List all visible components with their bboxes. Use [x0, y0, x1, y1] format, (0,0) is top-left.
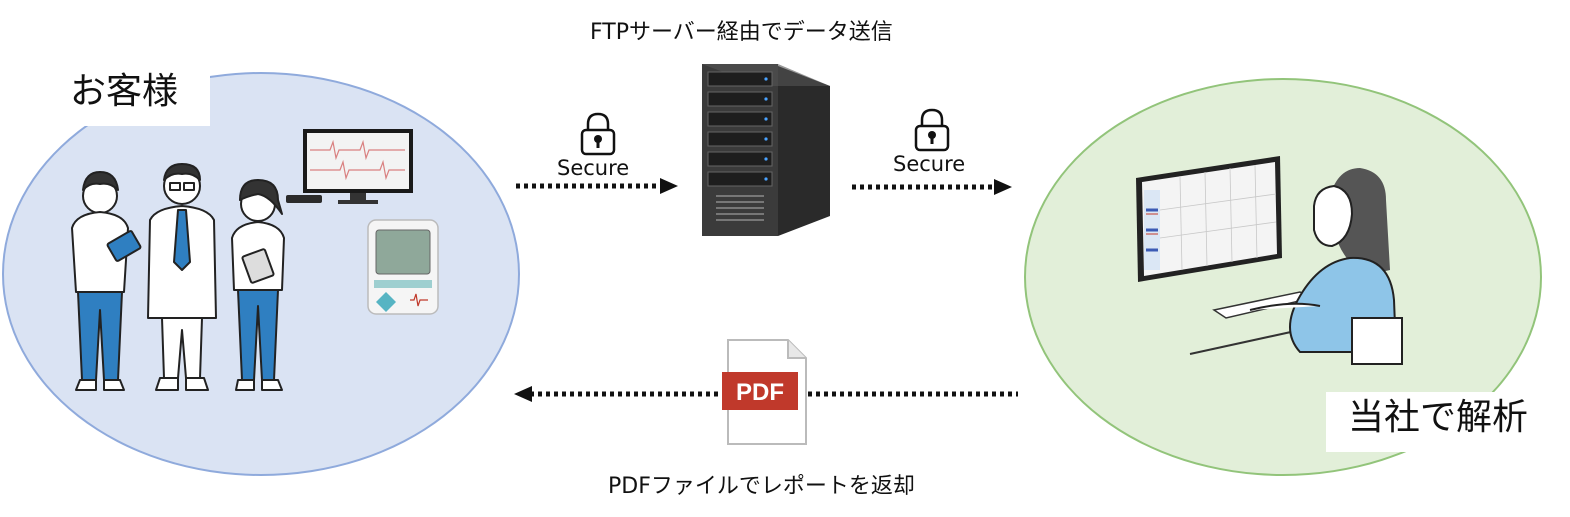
doctor-figure: [147, 163, 217, 391]
server-icon: [702, 64, 830, 236]
return-arrow: [514, 386, 1018, 402]
pdf-caption: PDFファイルでレポートを返却: [608, 474, 915, 499]
upload-arrow-right: [852, 179, 1012, 195]
pdf-file-icon: PDF: [722, 339, 807, 445]
company-label: 当社で解析: [1326, 392, 1550, 452]
pdf-badge-text: PDF: [736, 379, 784, 406]
secure-label-right: Secure: [893, 152, 966, 176]
lock-icon: [580, 112, 616, 156]
customer-label: お客様: [58, 66, 210, 126]
analyst-icon: [1136, 156, 1403, 365]
secure-label-left: Secure: [557, 156, 630, 180]
holter-recorder-icon: [367, 219, 439, 315]
medical-staff-icon: [71, 163, 285, 391]
ecg-monitor-icon: [286, 129, 413, 204]
lock-icon: [914, 108, 950, 152]
nurse-right-figure: [231, 179, 285, 391]
upload-arrow-left: [516, 178, 678, 194]
nurse-left-figure: [71, 171, 142, 391]
ftp-caption: FTPサーバー経由でデータ送信: [590, 20, 893, 45]
